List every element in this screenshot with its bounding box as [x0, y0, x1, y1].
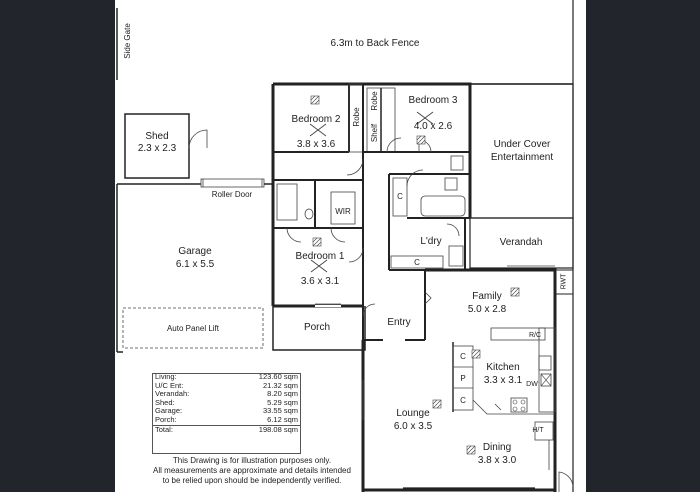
hot-water-label: H/T: [532, 427, 544, 434]
bedroom-2-name: Bedroom 2: [291, 114, 341, 125]
pantry-label: P: [460, 374, 466, 383]
area-row: Garage: 33.55 sqm: [152, 407, 301, 416]
under-cover-label-line-1: Under Cover: [493, 139, 551, 150]
dining-name: Dining: [482, 442, 512, 453]
bedroom-1-name: Bedroom 1: [295, 251, 345, 262]
roller-door-label: Roller Door: [211, 190, 253, 199]
shower: [276, 183, 298, 221]
rwt-label: RWT: [560, 273, 568, 290]
area-row: Porch: 6.12 sqm: [152, 414, 301, 425]
area-value: 33.55 sqm: [262, 406, 298, 416]
light-fittings: [310, 95, 520, 455]
family-dimensions: 5.0 x 2.8: [467, 304, 507, 315]
area-value: 198.08 sqm: [222, 424, 301, 435]
area-row: Verandah: 8.20 sqm: [152, 390, 301, 399]
auto-panel-lift: [122, 307, 264, 349]
pantry-cupboard-label-2: C: [460, 396, 466, 405]
area-label: Living:: [155, 372, 177, 381]
pantry-unit: [452, 345, 474, 411]
area-label: Garage:: [155, 406, 183, 416]
kitchen-bench-top: [490, 327, 546, 341]
area-value: 5.29 sqm: [267, 397, 298, 407]
auto-panel-lift-label: Auto Panel Lift: [166, 324, 220, 333]
area-label: U/C Ent:: [155, 380, 184, 390]
porch-label: Porch: [303, 322, 331, 333]
shed-name: Shed: [145, 131, 169, 142]
disclaimer-line-3: to be relied upon should be independentl…: [162, 476, 342, 485]
verandah: [469, 217, 574, 269]
kitchen-name: Kitchen: [486, 362, 520, 373]
floor-plan-sheet: Side Gate 6.3m to Back Fence Shed 2.3 x …: [115, 0, 586, 492]
disclaimer: This Drawing is for illustration purpose…: [117, 456, 387, 486]
floor-plan-drawing: [116, 0, 574, 492]
bedroom-1-dimensions: 3.6 x 3.1: [300, 276, 340, 287]
area-label: Porch:: [155, 414, 177, 424]
side-gate-label: Side Gate: [123, 23, 132, 59]
area-label: Total:: [152, 424, 223, 435]
area-value: 6.12 sqm: [267, 414, 298, 424]
roller-door: [200, 178, 265, 188]
shelf-label: Shelf: [370, 123, 379, 143]
bedroom-3-dimensions: 4.0 x 2.6: [413, 121, 453, 132]
under-cover-entertainment: [469, 83, 574, 219]
laundry-label: L'dry: [420, 236, 442, 247]
bedroom-3-name: Bedroom 3: [408, 95, 458, 106]
pantry-cupboard-label-1: C: [460, 352, 466, 361]
linen-cupboard: [392, 177, 408, 217]
kitchen-dimensions: 3.3 x 3.1: [483, 375, 523, 386]
dishwasher-label: DW: [526, 381, 538, 388]
family-name: Family: [472, 291, 502, 302]
bed-symbol-bedroom-1: [310, 259, 328, 273]
shed-dimensions: 2.3 x 2.3: [137, 143, 177, 154]
wir-label: WIR: [335, 207, 351, 216]
garage-name: Garage: [178, 246, 212, 257]
area-row: U/C Ent: 21.32 sqm: [152, 380, 301, 391]
area-label: Shed:: [155, 397, 175, 407]
area-schedule-frame: [152, 373, 301, 454]
porch-outline: [272, 306, 366, 351]
robe-label-1: Robe: [352, 107, 361, 127]
shed-door-swing: [188, 129, 208, 149]
wir-box: [330, 191, 356, 225]
area-row: Shed: 5.29 sqm: [152, 397, 301, 408]
lounge-name: Lounge: [396, 408, 430, 419]
lounge-dimensions: 6.0 x 3.5: [393, 421, 433, 432]
area-label: Verandah:: [155, 389, 190, 399]
area-row: Living: 123.60 sqm: [152, 372, 301, 382]
laundry-cupboard-label: C: [414, 258, 420, 267]
cooktop: [510, 397, 528, 413]
bedroom-2-dimensions: 3.8 x 3.6: [296, 139, 336, 150]
disclaimer-line-2: All measurements are approximate and det…: [153, 466, 351, 475]
area-value: 21.32 sqm: [262, 380, 298, 390]
under-cover-label-line-2: Entertainment: [490, 152, 554, 163]
toilet: [304, 208, 314, 220]
verandah-label: Verandah: [499, 237, 543, 248]
bed-symbol-bedroom-2: [309, 123, 327, 137]
disclaimer-line-1: This Drawing is for illustration purpose…: [172, 456, 332, 465]
bed-symbol-bedroom-3: [416, 111, 434, 125]
entry-label: Entry: [387, 317, 411, 328]
area-row: Total:198.08 sqm: [152, 424, 301, 435]
garage-dimensions: 6.1 x 5.5: [175, 259, 215, 270]
dining-dimensions: 3.8 x 3.0: [477, 455, 517, 466]
bathtub: [420, 195, 466, 217]
rc-label: R/C: [528, 332, 542, 339]
area-value: 8.20 sqm: [267, 389, 298, 399]
area-value: 123.60 sqm: [258, 372, 298, 381]
linen-cupboard-label: C: [397, 192, 403, 201]
laundry-bench: [390, 255, 444, 269]
back-fence-label: 6.3m to Back Fence: [330, 38, 420, 49]
